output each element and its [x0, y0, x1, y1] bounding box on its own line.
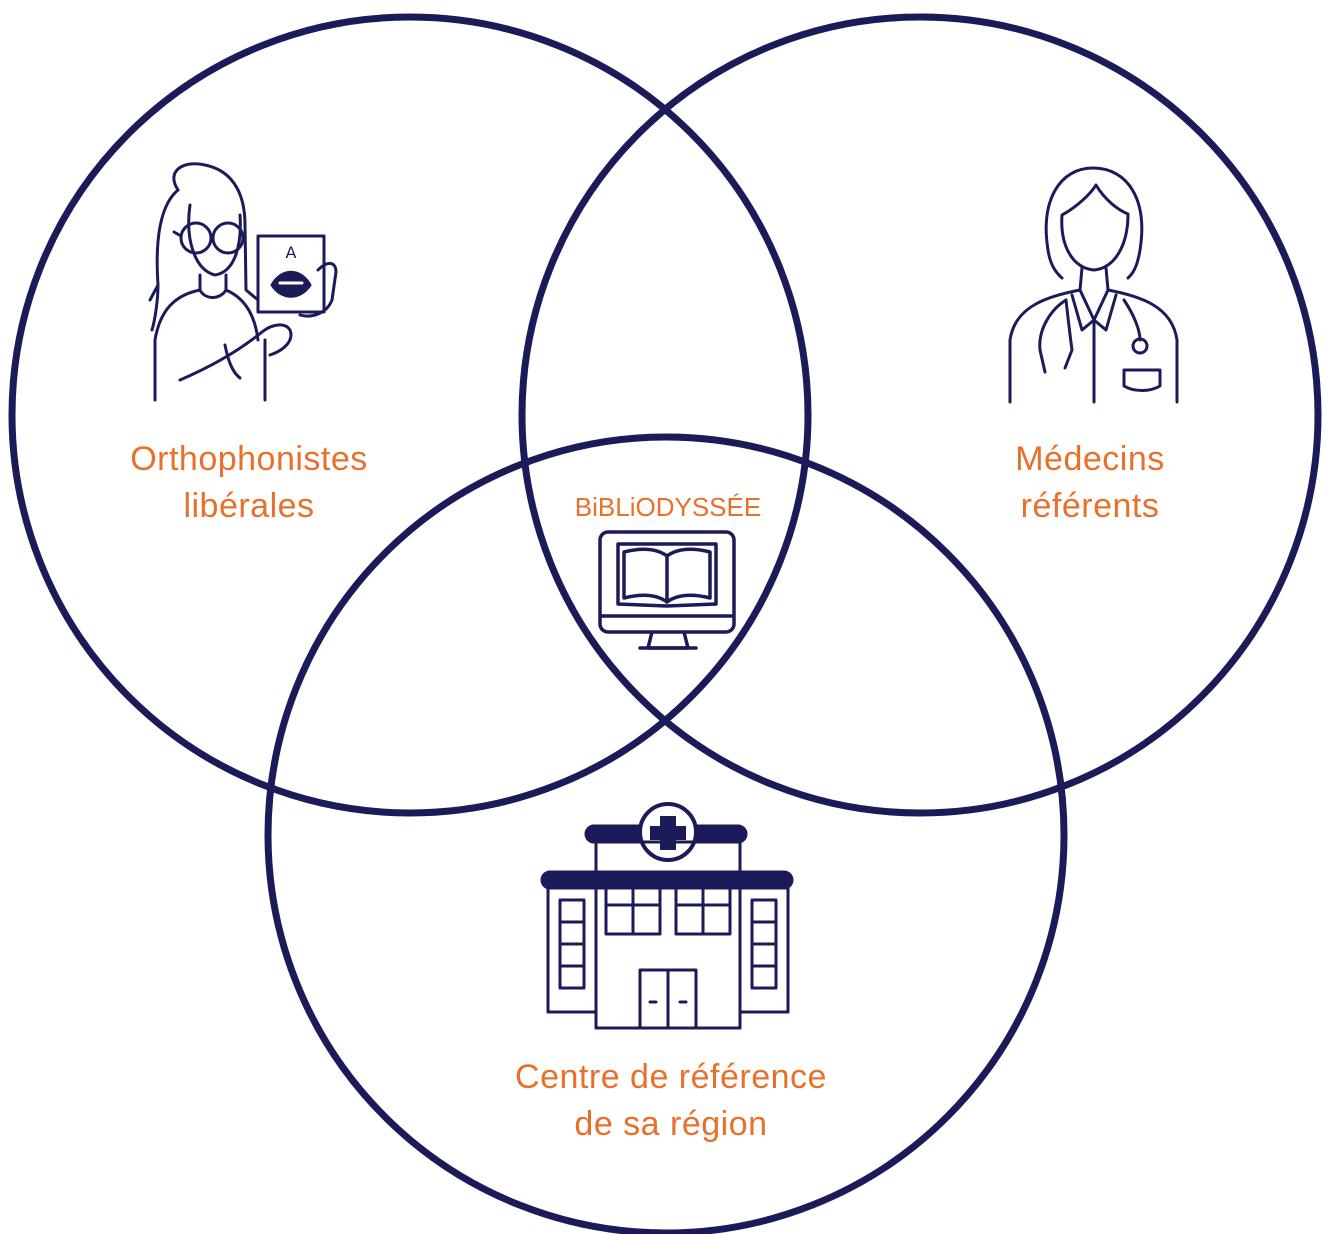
svg-text:A: A	[286, 243, 297, 262]
label-bibliodyssee: BiBLiODYSSÉE	[575, 492, 761, 522]
computer-book-icon	[598, 530, 736, 650]
label-orthophonistes-line2: libérales	[183, 487, 314, 525]
doctor-icon	[1008, 166, 1179, 404]
circle-centre	[264, 433, 1068, 1234]
label-centre-line2: de sa région	[574, 1105, 767, 1143]
label-orthophonistes-line1: Orthophonistes	[130, 440, 368, 478]
circle-medecins	[518, 13, 1322, 817]
label-centre-line1: Centre de référence	[515, 1058, 827, 1096]
label-medecins-line2: référents	[1021, 487, 1160, 525]
circle-orthophonistes	[8, 13, 812, 817]
label-medecins-line1: Médecins	[1015, 440, 1165, 478]
hospital-icon	[540, 802, 794, 1030]
speech-therapist-icon: A	[148, 162, 338, 402]
